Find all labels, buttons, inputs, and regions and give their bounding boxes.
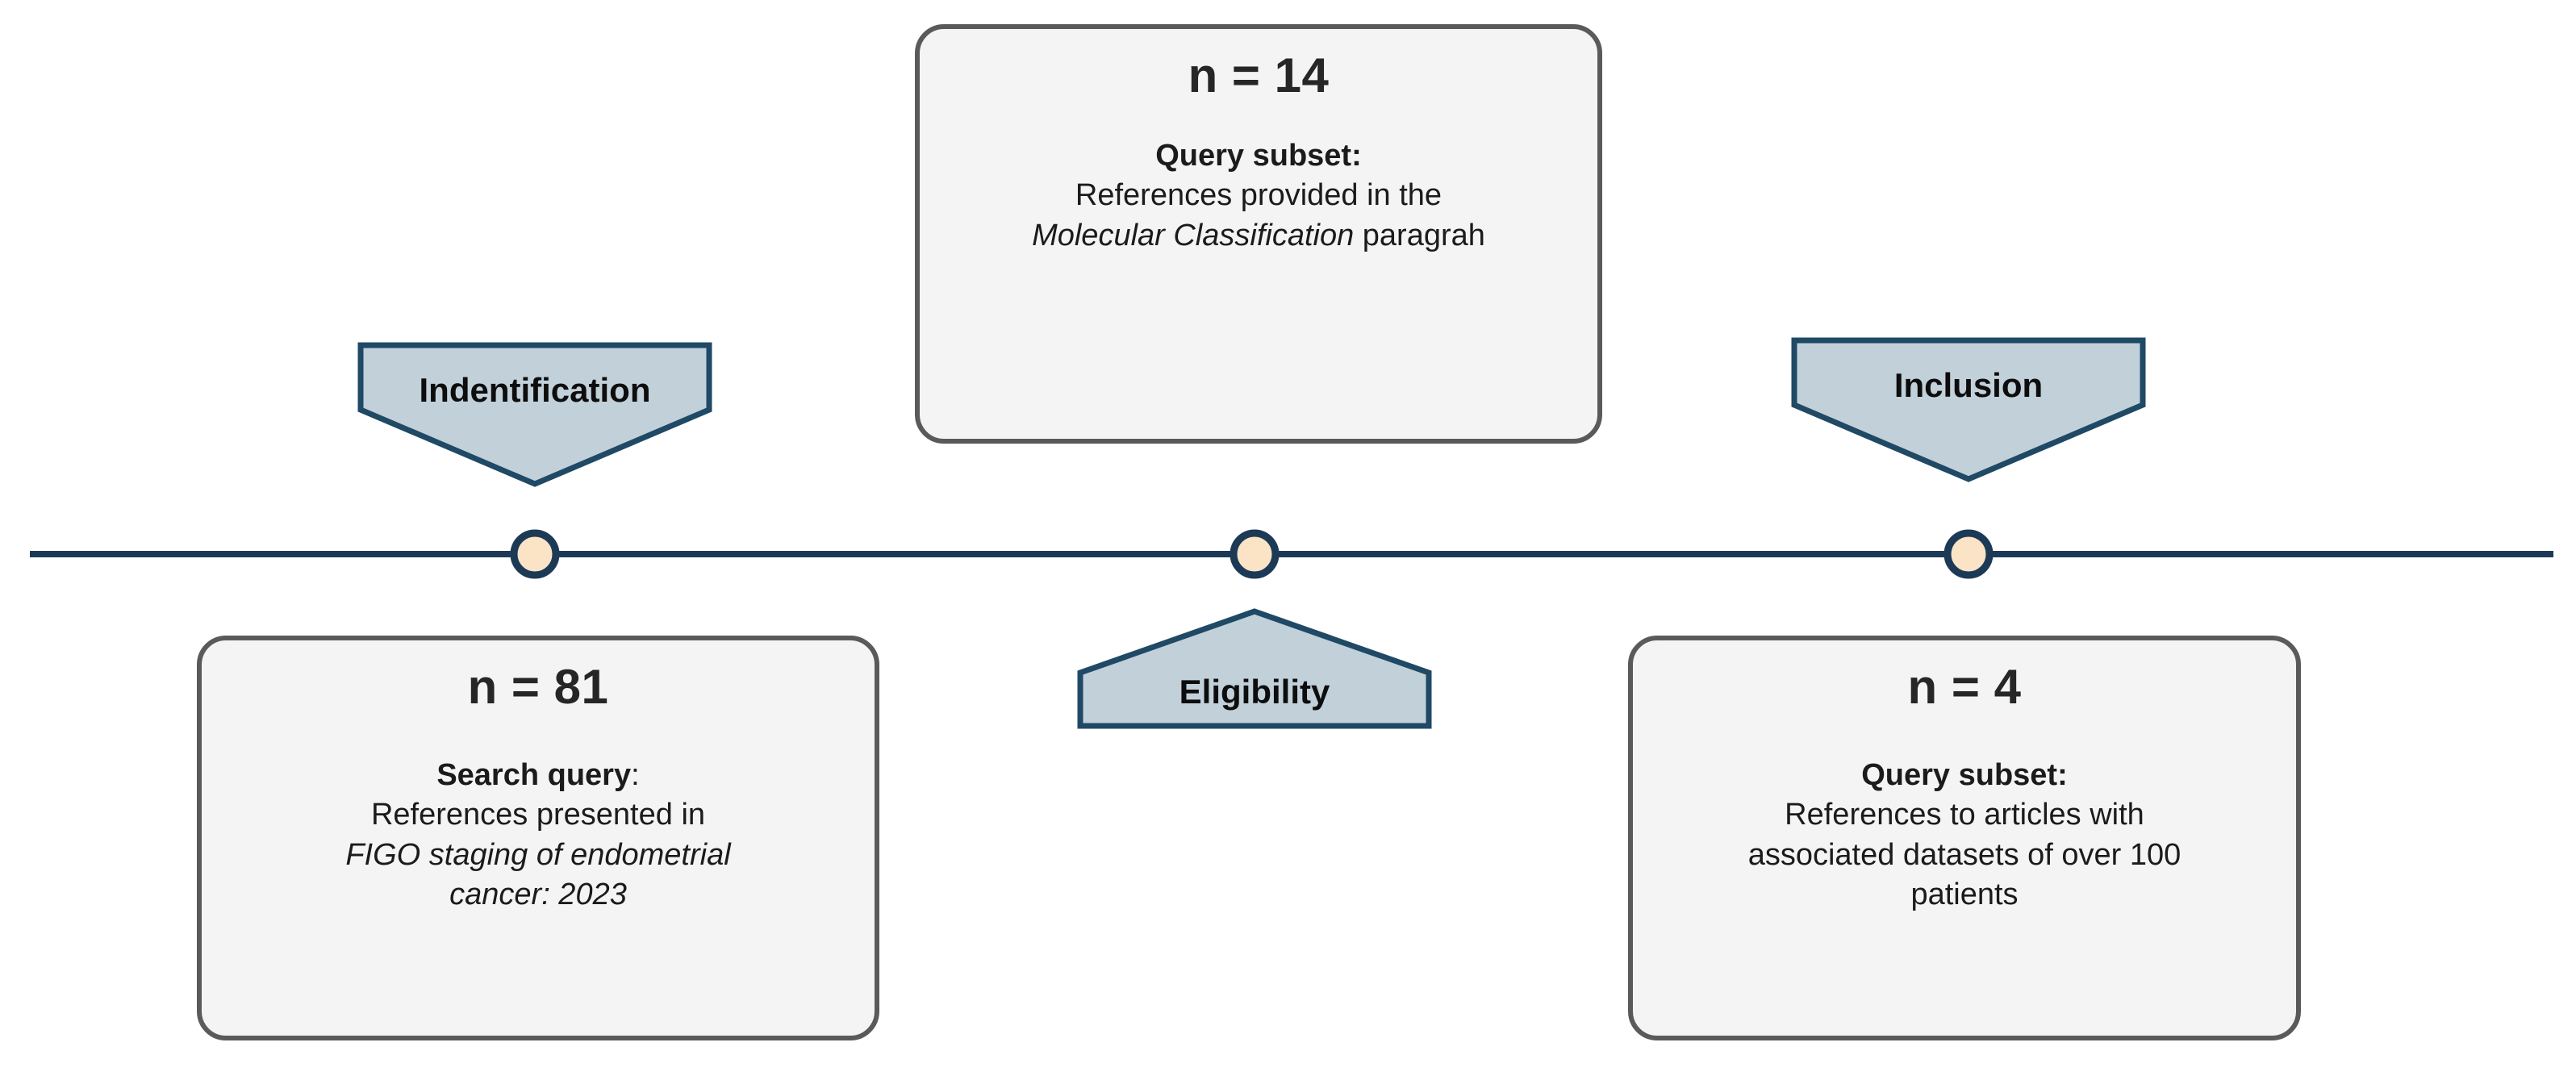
pentagon-down-shape-inclusion (1791, 337, 2146, 482)
pentagon-down-shape-identification (357, 342, 712, 487)
box-count-top: n = 14 (1188, 48, 1330, 102)
box-body-left: Search query: References presented in FI… (345, 756, 730, 915)
timeline-node-eligibility[interactable] (1230, 529, 1280, 579)
stage-banner-label-inclusion: Inclusion (1893, 366, 2044, 404)
box-lead-left: Search query: (345, 756, 730, 795)
stage-banner-label-identification: Indentification (419, 371, 651, 409)
box-line2-top: References provided in the (1075, 178, 1442, 213)
box-line4-right: patients (1910, 878, 2019, 912)
box-query-subset-molecular[interactable]: n = 14 Query subset: References provided… (915, 24, 1602, 444)
box-line2-right: References to articles with (1785, 798, 2144, 832)
box-body-top: Query subset: References provided in the… (1032, 136, 1485, 256)
timeline-node-inclusion[interactable] (1943, 529, 1994, 579)
box-lead-top: Query subset: (1155, 139, 1362, 173)
stage-banner-label-eligibility: Eligibility (1179, 673, 1330, 711)
stage-banner-inclusion[interactable]: Inclusion (1791, 337, 2146, 482)
box-line3-right: associated datasets of over 100 (1747, 837, 2181, 872)
box-line3-tail-top: paragrah (1354, 218, 1485, 252)
box-search-query-figo[interactable]: n = 81 Search query: References presente… (197, 636, 879, 1040)
box-line4-left: cancer: 2023 (449, 878, 627, 912)
box-lead-suffix-left: : (631, 758, 640, 792)
box-line3-italic-top: Molecular Classification (1032, 218, 1355, 252)
box-body-right: Query subset: References to articles wit… (1748, 756, 2181, 915)
box-query-subset-datasets[interactable]: n = 4 Query subset: References to articl… (1628, 636, 2301, 1040)
box-lead-right: Query subset: (1861, 758, 2068, 792)
box-count-left: n = 81 (467, 660, 609, 714)
stage-banner-eligibility[interactable]: Eligibility (1077, 608, 1432, 729)
box-line3-top: Molecular Classification paragrah (1032, 216, 1485, 256)
box-count-right: n = 4 (1907, 660, 2022, 714)
stage-banner-identification[interactable]: Indentification (357, 342, 712, 487)
box-line3-left: FIGO staging of endometrial (345, 837, 731, 872)
timeline-node-identification[interactable] (510, 529, 560, 579)
pentagon-up-shape-eligibility (1077, 608, 1432, 729)
box-line2-left: References presented in (370, 798, 706, 832)
box-lead-text-left: Search query (436, 758, 632, 792)
